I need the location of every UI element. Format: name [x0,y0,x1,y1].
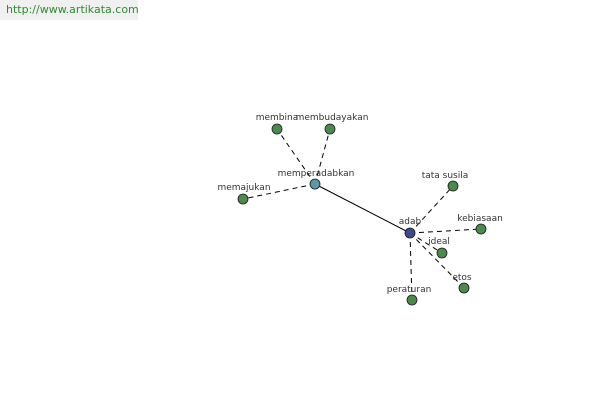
edge-memperadabkan-memajukan [242,183,316,200]
node-circle-memperadabkan[interactable] [309,178,321,190]
node-membudayakan[interactable]: membudayakan [296,113,369,135]
node-kebiasaan[interactable]: kebiasaan [457,214,503,235]
node-memperadabkan[interactable]: memperadabkan [278,169,355,190]
node-etos[interactable]: etos [452,273,472,294]
node-adab[interactable]: adab [399,217,422,239]
node-label-ideal: ideal [428,237,450,247]
node-peraturan[interactable]: peraturan [387,285,432,306]
node-ideal[interactable]: ideal [428,237,450,259]
edge-adab-ideal [409,232,443,254]
edge-memperadabkan-membina [276,128,316,185]
node-label-tata-susila: tata susila [422,171,469,181]
node-circle-membudayakan[interactable] [324,123,336,135]
node-label-peraturan: peraturan [387,285,432,295]
edges-layer [242,128,482,301]
node-label-etos: etos [452,273,472,283]
node-memajukan[interactable]: memajukan [217,183,271,205]
edge-adab-peraturan [409,232,413,301]
node-label-memperadabkan: memperadabkan [278,169,355,179]
node-label-memajukan: memajukan [217,183,270,193]
node-circle-ideal[interactable] [436,247,448,259]
edge-adab-memperadabkan [314,183,411,234]
node-label-membina: membina [256,113,299,123]
node-circle-tata-susila[interactable] [447,180,459,192]
node-circle-membina[interactable] [271,123,283,135]
node-circle-etos[interactable] [458,282,470,294]
node-label-adab: adab [399,217,422,227]
edge-adab-kebiasaan [409,228,482,234]
node-tata-susila[interactable]: tata susila [422,171,469,192]
node-circle-adab[interactable] [404,227,416,239]
node-circle-peraturan[interactable] [406,294,418,306]
node-label-kebiasaan: kebiasaan [457,214,503,224]
node-label-membudayakan: membudayakan [296,113,369,123]
node-membina[interactable]: membina [256,113,299,135]
edge-memperadabkan-membudayakan [314,128,331,185]
edge-adab-tata_susila [409,185,454,234]
edge-adab-etos [409,232,465,289]
node-circle-memajukan[interactable] [237,193,249,205]
source-url-banner[interactable]: http://www.artikata.com [0,0,139,20]
node-circle-kebiasaan[interactable] [475,223,487,235]
